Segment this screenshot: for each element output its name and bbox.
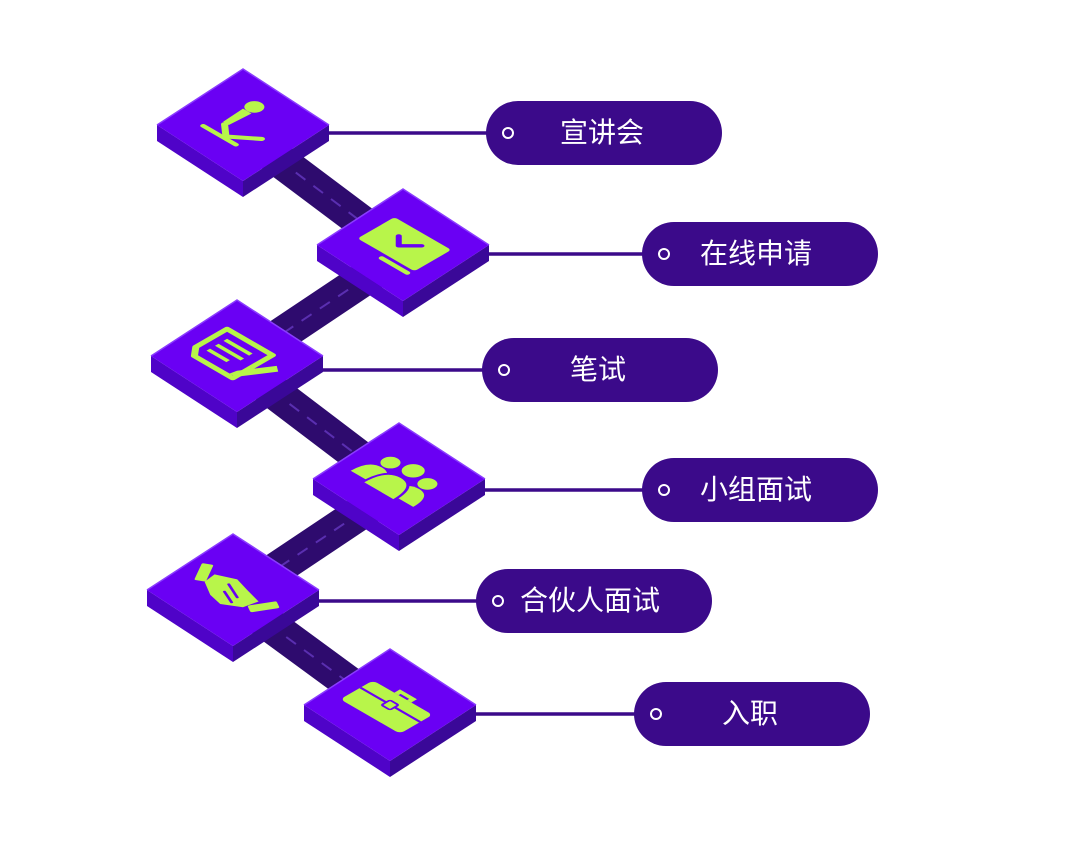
step-tile-5 [146,533,320,662]
step-pill-1: 宣讲会 [486,101,722,165]
written-test-icon [190,326,279,381]
step-label-1: 宣讲会 [560,116,645,149]
step-pill-4: 小组面试 [642,458,878,522]
step-pill-3: 笔试 [482,338,718,402]
step-pill-6: 入职 [634,682,870,746]
step-label-3: 笔试 [570,353,627,386]
step-label-4: 小组面试 [700,473,813,506]
step-pill-5: 合伙人面试 [476,569,712,633]
step-tile-1 [156,68,330,197]
microphone-icon [200,101,265,147]
step-label-2: 在线申请 [700,237,813,270]
step-pill-2: 在线申请 [642,222,878,286]
step-tile-3 [150,299,324,428]
handshake-icon [194,563,280,613]
step-label-6: 入职 [722,697,779,730]
step-tile-2 [316,188,490,317]
step-label-5: 合伙人面试 [520,584,661,617]
online-application-icon [359,218,450,275]
step-marker [658,248,670,260]
briefcase-icon [342,681,431,733]
step-marker [650,708,662,720]
step-tile-6 [303,648,477,777]
connector-layer [313,131,646,716]
group-interview-icon [350,456,438,507]
tile-layer [146,68,490,777]
step-marker [502,127,514,139]
step-marker [498,364,510,376]
step-marker [492,595,504,607]
step-marker [658,484,670,496]
step-tile-4 [312,422,486,551]
